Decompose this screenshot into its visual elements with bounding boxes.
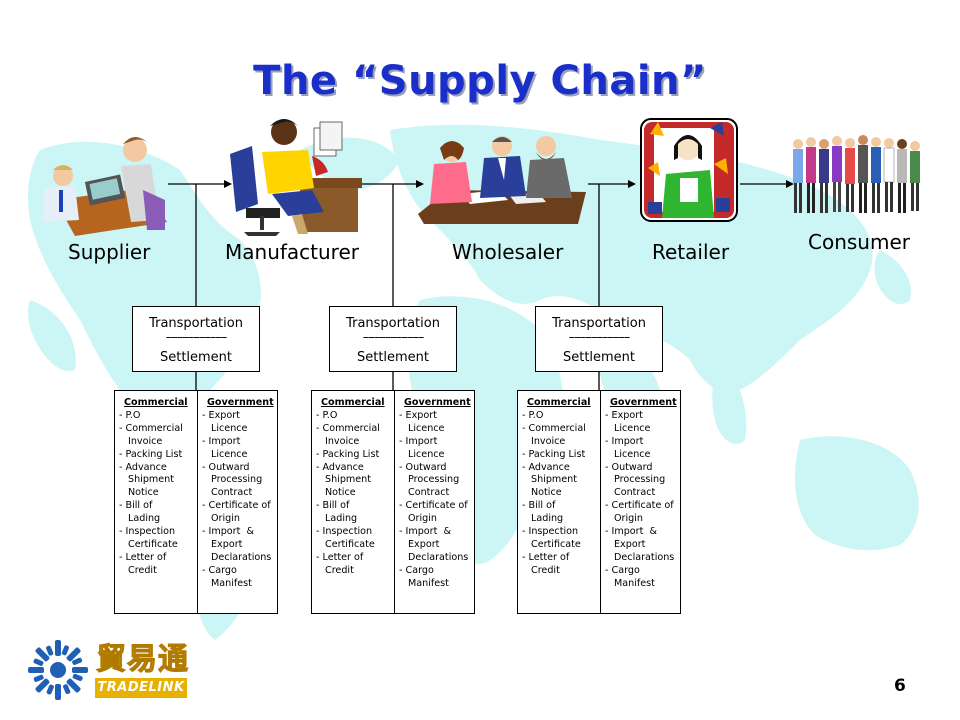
commercial-heading: Commercial [321, 397, 385, 408]
government-document-item: Import Licence [399, 436, 475, 462]
commercial-document-item: Inspection Certificate [316, 526, 394, 552]
commercial-document-item: Commercial Invoice [119, 423, 197, 449]
supplier-illustration [43, 137, 167, 236]
column-divider [394, 391, 395, 613]
commercial-heading: Commercial [527, 397, 591, 408]
government-document-item: Import Licence [202, 436, 278, 462]
government-documents-list: Export LicenceImport LicenceOutward Proc… [605, 410, 681, 591]
government-document-item: Cargo Manifest [399, 565, 475, 591]
commercial-document-item: Letter of Credit [522, 552, 600, 578]
manufacturer-illustration [230, 119, 362, 236]
government-document-item: Import & Export Declarations [605, 526, 681, 565]
transport-separator: ––––––––––– [362, 330, 425, 345]
consumer-illustration [793, 135, 920, 213]
stage-label-wholesaler: Wholesaler [452, 240, 564, 264]
stage-label-retailer: Retailer [652, 240, 730, 264]
commercial-document-item: Advance Shipment Notice [119, 462, 197, 501]
commercial-document-item: Letter of Credit [119, 552, 197, 578]
stage-label-supplier: Supplier [68, 240, 151, 264]
commercial-document-item: Commercial Invoice [522, 423, 600, 449]
retailer-illustration [640, 118, 738, 222]
government-heading: Government [610, 397, 677, 408]
documents-box: Commercial P.OCommercial InvoicePacking … [114, 390, 278, 614]
commercial-documents-list: P.OCommercial InvoicePacking ListAdvance… [119, 410, 197, 578]
commercial-document-item: Advance Shipment Notice [522, 462, 600, 501]
commercial-documents-list: P.OCommercial InvoicePacking ListAdvance… [522, 410, 600, 578]
commercial-document-item: P.O [522, 410, 600, 423]
transport-box: Transportation ––––––––––– Settlement [535, 306, 663, 372]
transport-box: Transportation ––––––––––– Settlement [132, 306, 260, 372]
transport-label: Transportation [552, 316, 646, 331]
commercial-document-item: Packing List [316, 449, 394, 462]
government-documents-list: Export LicenceImport LicenceOutward Proc… [202, 410, 278, 591]
government-document-item: Export Licence [202, 410, 278, 436]
column-divider [600, 391, 601, 613]
commercial-document-item: Letter of Credit [316, 552, 394, 578]
government-heading: Government [404, 397, 471, 408]
wholesaler-illustration [418, 136, 586, 224]
tradelink-wordmark: TRADELINK [95, 678, 187, 698]
documents-box: Commercial P.OCommercial InvoicePacking … [517, 390, 681, 614]
commercial-document-item: Packing List [119, 449, 197, 462]
government-document-item: Import & Export Declarations [202, 526, 278, 565]
government-document-item: Cargo Manifest [202, 565, 278, 591]
page-title: The “Supply Chain” [253, 58, 707, 104]
transport-label: Transportation [149, 316, 243, 331]
government-document-item: Outward Processing Contract [605, 462, 681, 501]
government-document-item: Import & Export Declarations [399, 526, 475, 565]
tradelink-chinese-wordmark: 貿易通 [96, 642, 189, 677]
commercial-document-item: Inspection Certificate [522, 526, 600, 552]
commercial-document-item: Advance Shipment Notice [316, 462, 394, 501]
page-number: 6 [894, 676, 906, 696]
commercial-document-item: Bill of Lading [522, 500, 600, 526]
government-document-item: Certificate of Origin [202, 500, 278, 526]
commercial-document-item: Bill of Lading [119, 500, 197, 526]
column-divider [197, 391, 198, 613]
stage-label-consumer: Consumer [808, 230, 910, 254]
transport-separator: ––––––––––– [568, 330, 631, 345]
commercial-document-item: Packing List [522, 449, 600, 462]
government-document-item: Export Licence [605, 410, 681, 436]
documents-box: Commercial P.OCommercial InvoicePacking … [311, 390, 475, 614]
commercial-documents-list: P.OCommercial InvoicePacking ListAdvance… [316, 410, 394, 578]
government-document-item: Export Licence [399, 410, 475, 436]
commercial-document-item: P.O [316, 410, 394, 423]
settlement-label: Settlement [159, 350, 233, 365]
stage-label-manufacturer: Manufacturer [225, 240, 359, 264]
government-document-item: Outward Processing Contract [399, 462, 475, 501]
government-heading: Government [207, 397, 274, 408]
government-document-item: Certificate of Origin [399, 500, 475, 526]
commercial-document-item: Commercial Invoice [316, 423, 394, 449]
government-document-item: Import Licence [605, 436, 681, 462]
commercial-document-item: Inspection Certificate [119, 526, 197, 552]
government-document-item: Certificate of Origin [605, 500, 681, 526]
commercial-heading: Commercial [124, 397, 188, 408]
government-documents-list: Export LicenceImport LicenceOutward Proc… [399, 410, 475, 591]
settlement-label: Settlement [562, 350, 636, 365]
tradelink-logo-icon [28, 640, 88, 700]
commercial-document-item: P.O [119, 410, 197, 423]
commercial-document-item: Bill of Lading [316, 500, 394, 526]
settlement-label: Settlement [356, 350, 430, 365]
transport-box: Transportation ––––––––––– Settlement [329, 306, 457, 372]
government-document-item: Outward Processing Contract [202, 462, 278, 501]
transport-label: Transportation [346, 316, 440, 331]
government-document-item: Cargo Manifest [605, 565, 681, 591]
transport-separator: ––––––––––– [165, 330, 228, 345]
